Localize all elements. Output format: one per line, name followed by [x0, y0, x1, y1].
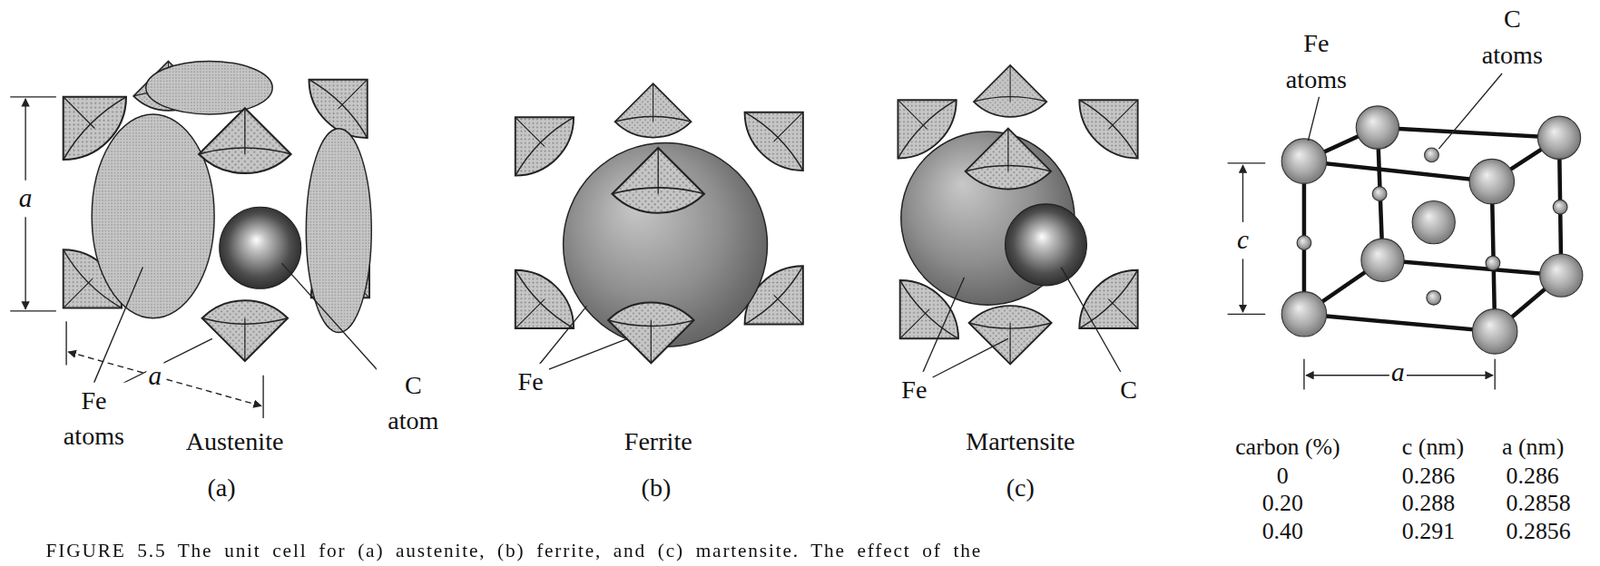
austenite-cell-part — [146, 60, 273, 114]
bct-atoms-part — [1281, 138, 1326, 184]
bct-atoms-part — [1372, 186, 1387, 202]
ferrite-cell-part — [745, 112, 804, 171]
ferrite-cell — [515, 83, 804, 364]
leader-lines — [89, 73, 1502, 394]
figure-label: Fe — [899, 372, 930, 408]
figure-label: 0.291 — [1400, 515, 1458, 549]
figure-caption: FIGURE 5.5 The unit cell for (a) austeni… — [46, 539, 982, 563]
bct-atoms-part — [1296, 235, 1312, 251]
austenite-cell-part — [198, 107, 291, 200]
bct-cell — [1304, 127, 1561, 333]
figure-label: (a) — [205, 470, 238, 506]
figure-label: Austenite — [183, 423, 285, 460]
leader-lines-part — [549, 338, 629, 370]
austenite-cell — [63, 60, 373, 362]
figure-label: Fe — [515, 363, 546, 400]
bct-atoms-part — [1424, 147, 1440, 163]
figure-label: c — [1235, 222, 1251, 260]
leader-lines-part — [1307, 96, 1319, 141]
bct-atoms-part — [1485, 255, 1501, 271]
figure-label: 0.40 — [1259, 515, 1306, 549]
figure-label: a — [146, 357, 164, 395]
bct-atoms-part — [1472, 309, 1517, 354]
martensite-cell-part — [1004, 204, 1087, 286]
bct-atoms-part — [1540, 254, 1583, 297]
martensite-cell-part — [973, 65, 1047, 138]
ferrite-cell-part — [515, 270, 574, 329]
figure-label: Ferrite — [621, 423, 694, 460]
bct-atoms-part — [1469, 158, 1514, 204]
bct-atoms-part — [1537, 116, 1581, 159]
martensite-cell-part — [1079, 99, 1138, 158]
figure-label: 0.2856 — [1503, 515, 1573, 549]
dimension-lines-part — [9, 97, 57, 312]
figure-label: C atom — [376, 367, 451, 440]
figure-label: Fe atoms — [51, 382, 136, 455]
dimension-lines — [9, 97, 1495, 419]
figure-label: a — [17, 180, 35, 218]
bct-atoms-part — [1426, 290, 1442, 305]
figure-label: Martensite — [963, 423, 1078, 460]
figure-label: C atoms — [1468, 0, 1557, 73]
bct-cell-part — [1304, 260, 1561, 333]
leader-lines-part — [1438, 73, 1502, 149]
martensite-cell-part — [1079, 270, 1138, 329]
figure-label: C — [1118, 372, 1139, 408]
austenite-cell-part — [91, 114, 215, 319]
leader-lines-part — [922, 277, 964, 374]
bct-atoms-part — [1355, 106, 1399, 149]
leader-lines-part — [89, 267, 143, 393]
figure-label: Fe atoms — [1274, 25, 1358, 98]
bct-atoms-part — [1281, 292, 1326, 337]
leader-lines-part — [281, 263, 386, 380]
martensite-cell — [897, 65, 1138, 364]
bct-atoms — [1281, 106, 1583, 354]
ferrite-cell-part — [611, 147, 704, 240]
bct-cell-part — [1304, 127, 1561, 333]
figure-label: (b) — [638, 470, 673, 506]
bct-atoms-part — [1361, 238, 1404, 282]
bct-cell-part — [1304, 127, 1560, 183]
leader-lines-part — [932, 338, 1009, 378]
austenite-cell-part — [219, 206, 302, 289]
figure-label: (c) — [1004, 470, 1038, 506]
ferrite-cell-part — [608, 277, 694, 364]
austenite-cell-part — [202, 275, 288, 362]
figure-label: a — [1389, 354, 1407, 393]
leader-lines-part — [539, 305, 588, 365]
bct-atoms-part — [1552, 199, 1568, 215]
bct-atoms-part — [1412, 200, 1455, 244]
martensite-cell-part — [965, 128, 1051, 215]
leader-lines-part — [1060, 267, 1121, 374]
dimension-lines-part — [1227, 163, 1267, 315]
ferrite-cell-part — [515, 117, 574, 176]
